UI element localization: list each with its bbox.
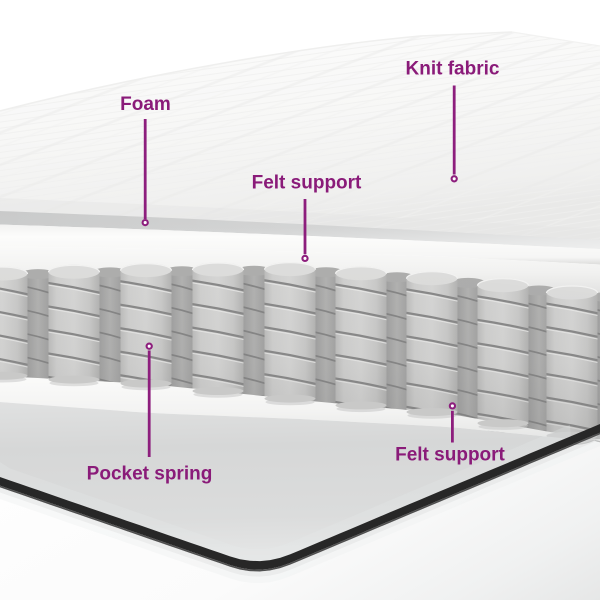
svg-text:Felt support: Felt support: [252, 173, 362, 194]
svg-text:Pocket spring: Pocket spring: [87, 464, 213, 485]
svg-text:Knit fabric: Knit fabric: [406, 59, 500, 80]
svg-text:Foam: Foam: [120, 94, 171, 115]
svg-text:Felt support: Felt support: [395, 445, 505, 466]
